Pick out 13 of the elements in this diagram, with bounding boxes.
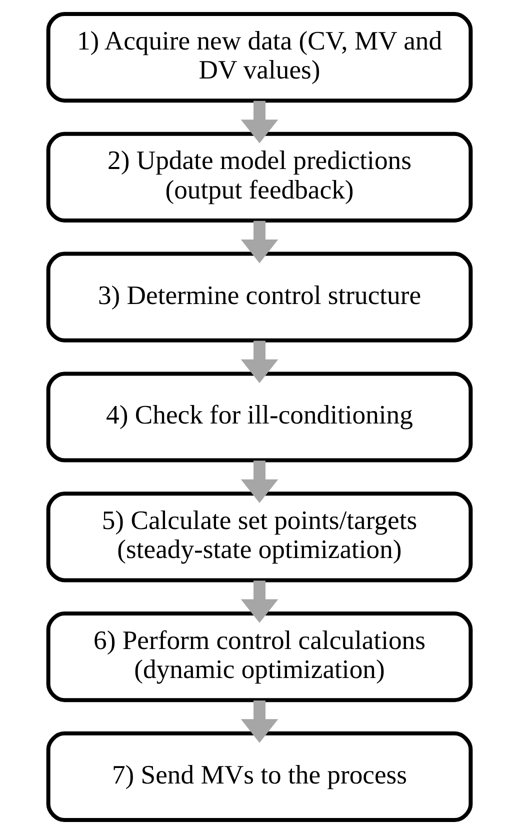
- arrow: [240, 580, 278, 623]
- arrow: [240, 460, 278, 503]
- arrow: [240, 340, 278, 384]
- node-box: 4) Check for ill-conditioning: [46, 372, 473, 462]
- arrow: [240, 700, 278, 743]
- arrow: [240, 100, 278, 144]
- node-box: 5) Calculate set points/targets (steady-state optimization): [46, 492, 473, 582]
- arrow: [240, 220, 278, 264]
- node-box: 1) Acquire new data (CV, MV and DV values): [46, 12, 473, 103]
- node-box: 2) Update model predictions (output feedback): [46, 132, 473, 222]
- node-box: 6) Perform control calculations (dynamic optimization): [46, 612, 473, 702]
- node-box: 7) Send MVs to the process: [46, 731, 473, 822]
- node-box: 3) Determine control structure: [46, 252, 473, 342]
